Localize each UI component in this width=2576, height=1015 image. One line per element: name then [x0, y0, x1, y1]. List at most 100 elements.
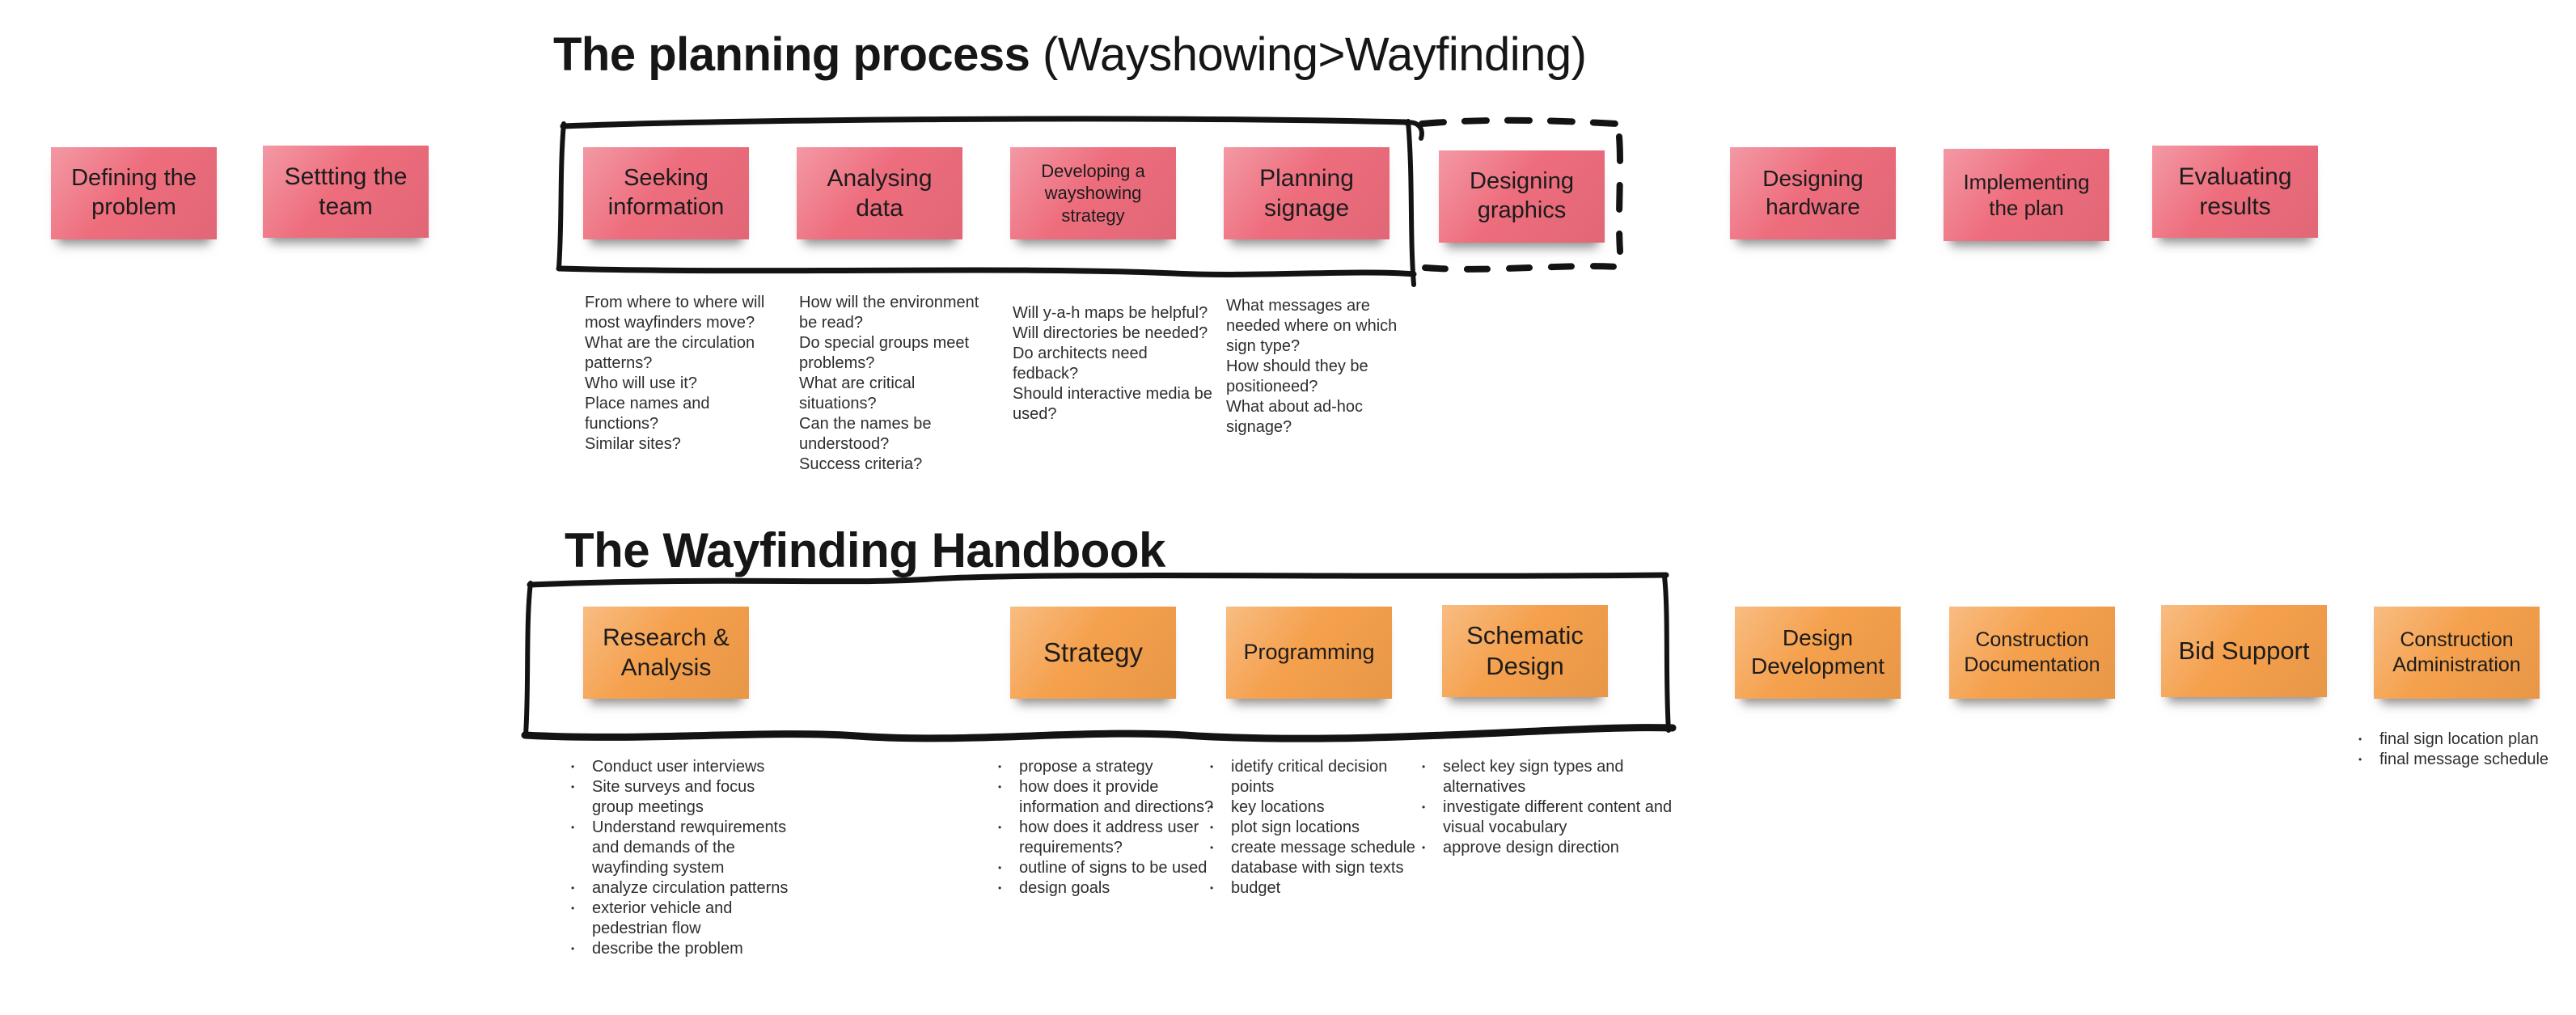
sticky-note-implementing-the-plan[interactable]: Implementing the plan — [1944, 149, 2109, 241]
bullet-dot: • — [1210, 882, 1214, 894]
wayfinding-handbook-title-bold: The Wayfinding Handbook — [565, 523, 1165, 577]
task-item: • Understand rewquirements and demands of… — [568, 818, 795, 878]
task-item: •outline of signs to be used — [995, 858, 1225, 878]
task-list-3[interactable]: • idetify critical decision points • key lo… — [1207, 757, 1430, 899]
task-item: •plot sign locations — [1207, 818, 1430, 838]
task-list-4[interactable]: • select key sign types and alternatives •… — [1419, 757, 1673, 858]
bullet-dot: • — [571, 882, 575, 894]
question-item: Should interactive media be used? — [1013, 385, 1212, 423]
task-item-text: plot sign locations — [1231, 818, 1360, 836]
sticky-note-bid-support[interactable]: Bid Support — [2161, 605, 2327, 697]
planning-process-title-subtitle: (Wayshowing>Wayfinding) — [1030, 28, 1587, 81]
sticky-note-label: Defining the problem — [71, 165, 197, 220]
question-block-2[interactable]: How will the environment be read?Do spec… — [799, 293, 993, 475]
sticky-note-programming[interactable]: Programming — [1226, 607, 1392, 699]
task-item: • key locations — [1207, 797, 1430, 818]
question-item: How will the environment be read? — [799, 294, 979, 332]
sticky-note-defining-the-problem[interactable]: Defining the problem — [51, 147, 217, 239]
solid-frame-handbook-core — [521, 572, 1677, 742]
question-item: Similar sites? — [585, 435, 681, 453]
task-item: • idetify critical decision points — [1207, 757, 1430, 797]
sticky-note-construction-administration[interactable]: Construction Administration — [2374, 607, 2540, 699]
task-item-text: budget — [1231, 879, 1281, 897]
task-item: • analyze circulation patterns — [568, 878, 795, 899]
sticky-note-label: Designing graphics — [1470, 168, 1574, 223]
bullet-dot: • — [1422, 801, 1426, 813]
sticky-note-label: Developing a wayshowing strategy — [1041, 161, 1145, 226]
sticky-note-designing-graphics[interactable]: Designing graphics — [1439, 150, 1605, 243]
sticky-note-research-analysis[interactable]: Research & Analysis — [583, 607, 749, 699]
bullet-dot: • — [998, 781, 1002, 793]
sticky-note-seeking-information[interactable]: Seeking information — [583, 147, 749, 239]
sticky-note-label: Programming — [1243, 640, 1375, 665]
question-item: Success criteria? — [799, 455, 923, 473]
task-list-5[interactable]: • final sign location plan • final message … — [2355, 730, 2576, 770]
sticky-note-label: Construction Administration — [2392, 628, 2521, 676]
sticky-note-design-development[interactable]: Design Development — [1735, 607, 1901, 699]
sticky-note-settting-the-team[interactable]: Settting the team — [263, 146, 429, 238]
sticky-note-developing-a-wayshowing-strategy[interactable]: Developing a wayshowing strategy — [1010, 147, 1176, 239]
task-item: • final message schedule — [2355, 750, 2576, 770]
question-item: From where to where will most wayfinders… — [585, 294, 765, 332]
task-item: • final sign location plan — [2355, 730, 2576, 750]
question-item: Will directories be needed? — [1013, 324, 1208, 342]
task-list-2[interactable]: •propose a strategy•how does it provide … — [995, 757, 1225, 899]
sticky-note-planning-signage[interactable]: Planning signage — [1224, 147, 1390, 239]
task-item-text: design goals — [1019, 879, 1110, 897]
sticky-note-label: Implementing the plan — [1963, 169, 2090, 220]
bullet-dot: • — [1210, 801, 1214, 813]
sticky-note-designing-hardware[interactable]: Designing hardware — [1730, 147, 1896, 239]
bullet-dot: • — [571, 822, 575, 833]
task-item-text: Understand rewquirements and demands of … — [592, 818, 787, 877]
task-item-text: final message schedule — [2379, 751, 2549, 768]
task-item-text: idetify critical decision points — [1231, 758, 1388, 796]
task-list-1[interactable]: •Conduct user interviews•Site surveys an… — [568, 757, 795, 959]
task-item-text: describe the problem — [592, 940, 743, 958]
task-item: • budget — [1207, 878, 1430, 899]
task-item-text: how does it address user requirements? — [1019, 818, 1199, 856]
task-item: • approve design direction — [1419, 838, 1673, 858]
bullet-dot: • — [998, 761, 1002, 772]
wayfinding-handbook-title[interactable]: The Wayfinding Handbook — [565, 522, 1165, 578]
sticky-note-label: Research & Analysis — [603, 624, 730, 681]
bullet-dot: • — [1422, 761, 1426, 772]
sticky-note-label: Construction Documentation — [1964, 628, 2100, 676]
task-item-text: analyze circulation patterns — [592, 879, 789, 897]
task-item-text: key locations — [1231, 798, 1325, 816]
task-item-text: propose a strategy — [1019, 758, 1153, 776]
task-item-text: investigate different content and visual… — [1443, 798, 1673, 836]
task-item-text: approve design direction — [1443, 839, 1619, 856]
task-item-text: create message schedule database with si… — [1231, 839, 1415, 877]
task-item-text: final sign location plan — [2379, 730, 2539, 748]
sticky-note-schematic-design[interactable]: Schematic Design — [1442, 605, 1608, 697]
question-block-4[interactable]: What messages are needed where on which … — [1226, 296, 1419, 438]
task-item-text: select key sign types and alternatives — [1443, 758, 1624, 796]
sticky-note-label: Strategy — [1043, 636, 1143, 667]
question-block-1[interactable]: From where to where will most wayfinders… — [585, 293, 772, 455]
dashed-frame-designing-graphics — [1419, 116, 1623, 273]
question-item: Do architects need fedback? — [1013, 345, 1148, 383]
task-item-text: exterior vehicle and pedestrian flow — [592, 899, 733, 937]
bullet-dot: • — [998, 822, 1002, 833]
question-block-3[interactable]: Will y-a-h maps be helpful? Will director… — [1013, 303, 1216, 425]
sticky-note-strategy[interactable]: Strategy — [1010, 607, 1176, 699]
question-item: How should they be positioneed? — [1226, 357, 1368, 395]
bullet-dot: • — [2358, 734, 2362, 745]
bullet-dot: • — [2358, 754, 2362, 765]
question-item: Will y-a-h maps be helpful? — [1013, 304, 1208, 322]
task-item: •exterior vehicle and pedestrian flow — [568, 899, 795, 939]
planning-process-title[interactable]: The planning process (Wayshowing>Wayfind… — [553, 27, 1587, 82]
sticky-note-construction-documentation[interactable]: Construction Documentation — [1949, 607, 2115, 699]
sticky-note-label: Bid Support — [2178, 636, 2310, 665]
question-item: Who will use it? — [585, 374, 697, 392]
sticky-note-label: Designing hardware — [1762, 166, 1863, 219]
bullet-dot: • — [1422, 842, 1426, 853]
sticky-note-label: Analysing data — [827, 164, 933, 222]
task-item-text: Conduct user interviews — [592, 758, 765, 776]
task-item: •describe the problem — [568, 939, 795, 959]
task-item-text: outline of signs to be used — [1019, 859, 1208, 877]
sticky-note-analysing-data[interactable]: Analysing data — [797, 147, 962, 239]
sticky-note-evaluating-results[interactable]: Evaluating results — [2152, 146, 2318, 238]
question-item: What about ad-hoc signage? — [1226, 398, 1363, 436]
